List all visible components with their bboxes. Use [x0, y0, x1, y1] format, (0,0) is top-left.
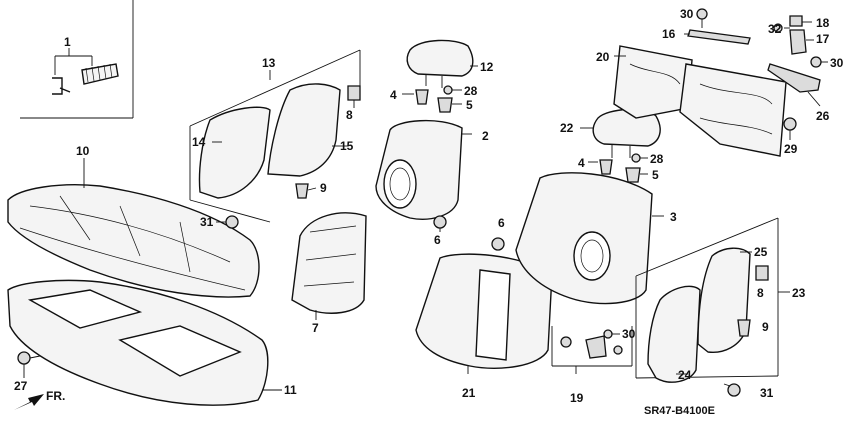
part-5-guide-left [437, 97, 453, 113]
callout-32: 32 [768, 22, 782, 36]
part-11-seat-cushion-frame [7, 279, 282, 406]
callout-26: 26 [816, 109, 830, 123]
part-28-clip-right [631, 153, 641, 163]
callout-9-right: 9 [762, 320, 769, 334]
part-9-clip-right [737, 319, 751, 337]
callout-20: 20 [596, 50, 610, 64]
callout-9-left: 9 [320, 181, 327, 195]
part-12-headrest-left [406, 39, 478, 88]
callout-23: 23 [792, 286, 806, 300]
callout-21: 21 [462, 386, 476, 400]
callout-24: 24 [678, 368, 692, 382]
part-9-clip-left [295, 183, 317, 199]
front-arrow-label: FR. [46, 389, 65, 403]
part-21-seatback-center [415, 253, 553, 374]
callout-17: 17 [816, 32, 830, 46]
callout-31-left: 31 [200, 215, 214, 229]
part-7-seatback-frame-left [291, 212, 367, 320]
part-26-lever [767, 63, 821, 93]
callout-12: 12 [480, 60, 494, 74]
part-27-fastener [17, 351, 41, 378]
callout-3: 3 [670, 210, 677, 224]
part-17-latch [789, 29, 807, 55]
callout-1: 1 [64, 35, 71, 49]
callout-14: 14 [192, 135, 206, 149]
callout-labels: 1 2 3 4 4 5 5 6 6 7 8 8 9 9 10 11 12 13 … [14, 7, 844, 405]
part-10-seat-cushion-cover [7, 158, 260, 298]
headrest-guide-cluster-right [588, 153, 648, 183]
callout-5-left: 5 [466, 98, 473, 112]
callout-6-right: 6 [498, 216, 505, 230]
hinge-hardware-cluster [684, 8, 828, 107]
callout-15: 15 [340, 139, 354, 153]
callout-30-top: 30 [680, 7, 694, 21]
callout-2: 2 [482, 129, 489, 143]
part-23-group [635, 217, 790, 383]
part-18-cap [789, 15, 803, 27]
part-28-clip-left [443, 85, 453, 95]
part-14-side-bolster-left [198, 106, 271, 199]
callout-28-left: 28 [464, 84, 478, 98]
part-16-hinge-bar [687, 29, 751, 45]
callout-4-right: 4 [578, 156, 585, 170]
callout-25: 25 [754, 245, 768, 259]
part-8-clip-right [755, 265, 769, 281]
callout-5-right: 5 [652, 168, 659, 182]
part-30-bolt-right [810, 56, 822, 68]
callout-10: 10 [76, 144, 90, 158]
callout-11: 11 [284, 383, 297, 397]
part-4-guide-left [415, 89, 429, 105]
part-5-guide-right [625, 167, 641, 183]
part-1-clip-set [20, 0, 134, 119]
part-4-guide-right [599, 159, 613, 175]
part-19-bracket-group [551, 326, 633, 374]
callout-31-right: 31 [760, 386, 774, 400]
callout-7: 7 [312, 321, 319, 335]
callout-22: 22 [560, 121, 574, 135]
part-29-clip [783, 117, 797, 140]
callout-16: 16 [662, 27, 676, 41]
part-32-nut [773, 23, 783, 33]
part-31-bolt-left [216, 215, 239, 229]
part-20-rear-panel [613, 45, 787, 157]
callout-8-left: 8 [346, 108, 353, 122]
callout-27: 27 [14, 379, 28, 393]
callout-13: 13 [262, 56, 276, 70]
callout-18: 18 [816, 16, 830, 30]
part-22-headrest-right [580, 108, 661, 158]
part-2-seatback-left [375, 119, 472, 220]
part-6-grommet-right [491, 237, 505, 251]
part-25-side-bolster-right-r [697, 247, 751, 353]
callout-8-right: 8 [757, 286, 764, 300]
front-direction-arrow: FR. [14, 389, 65, 410]
part-6-grommet-left [433, 215, 447, 232]
part-3-seatback-right [515, 172, 664, 305]
callout-4-left: 4 [390, 88, 397, 102]
part-13-group [189, 49, 361, 223]
part-8-clip-left [347, 85, 361, 108]
callout-28-right: 28 [650, 152, 664, 166]
part-30-bolt-top [696, 8, 708, 20]
part-31-bolt-right [723, 383, 741, 397]
callout-30-bracket: 30 [622, 327, 636, 341]
diagram-code: SR47-B4100E [644, 405, 715, 417]
callout-6-left: 6 [434, 233, 441, 247]
headrest-guide-cluster-left [402, 85, 462, 113]
part-15-side-bolster-right [267, 83, 341, 177]
callout-29: 29 [784, 142, 798, 156]
callout-30-right: 30 [830, 56, 844, 70]
part-24-side-bolster-left-r [647, 285, 701, 383]
callout-19: 19 [570, 391, 584, 405]
